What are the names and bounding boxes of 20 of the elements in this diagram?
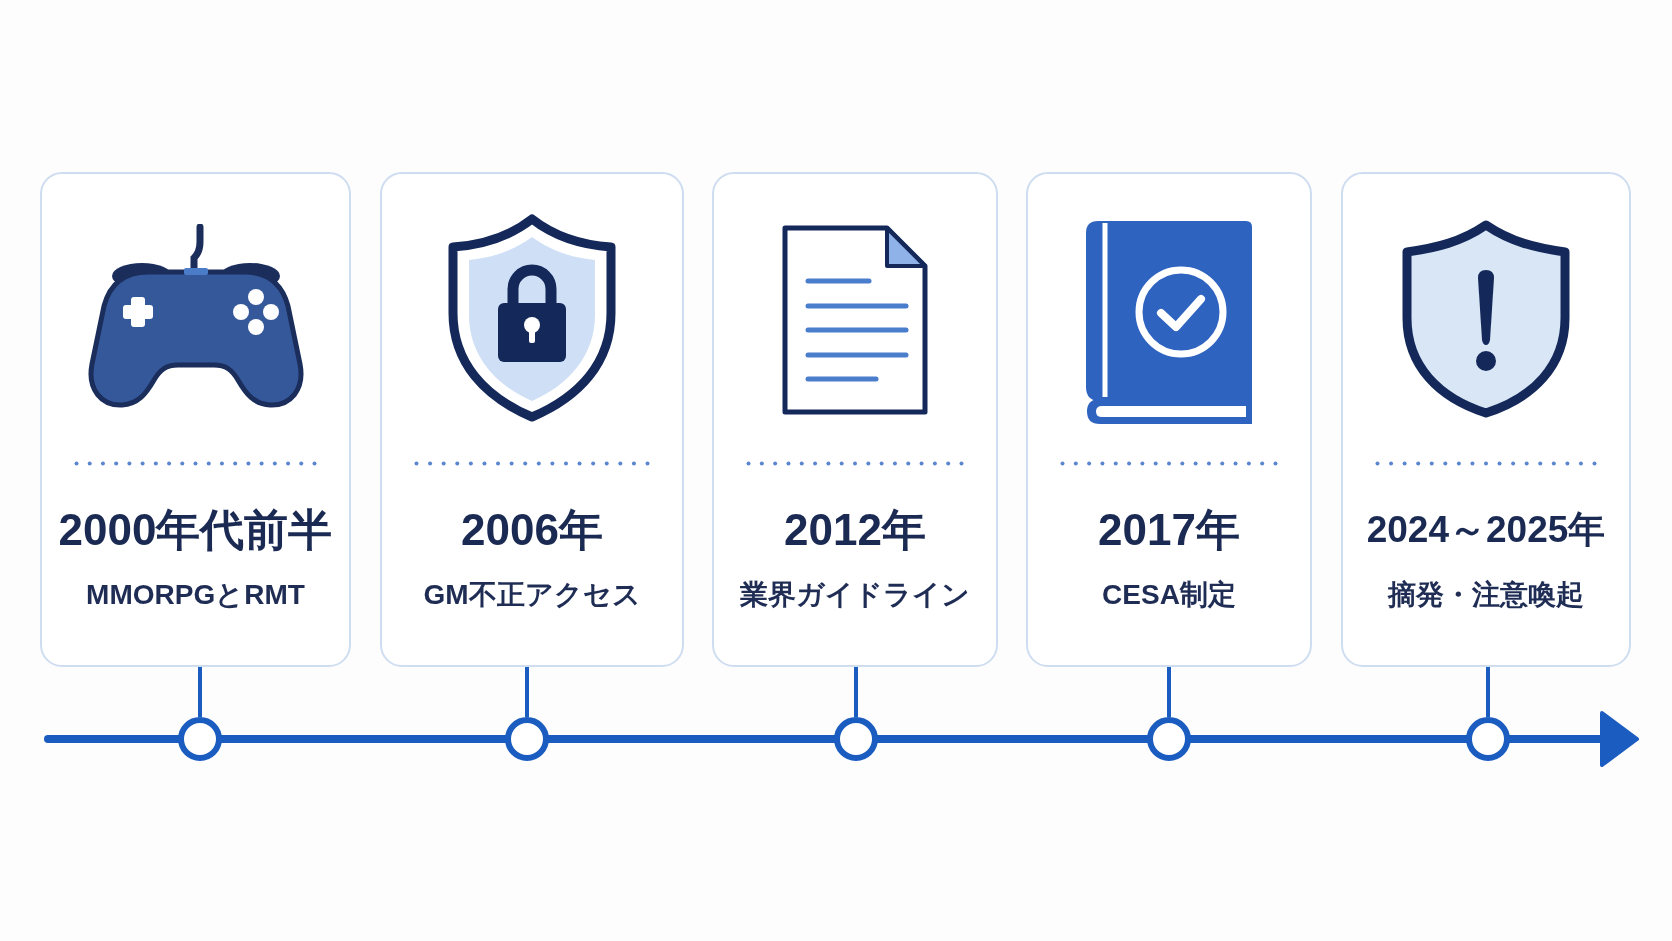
connector-line — [854, 667, 858, 717]
event-card — [712, 172, 998, 667]
event-label: 業界ガイドライン — [740, 578, 970, 612]
event-card — [380, 172, 684, 667]
year-label: 2012年 — [784, 504, 926, 556]
connector-line — [1167, 667, 1171, 717]
event-card — [1026, 172, 1312, 667]
connector-line — [1486, 667, 1490, 717]
event-label: 摘発・注意喚起 — [1388, 578, 1584, 612]
event-card — [1341, 172, 1631, 667]
year-label: 2000年代前半 — [58, 504, 333, 556]
year-label: 2024～2025年 — [1366, 508, 1606, 552]
connector-line — [198, 667, 202, 717]
event-label: GM不正アクセス — [423, 578, 641, 612]
event-label: CESA制定 — [1102, 578, 1236, 612]
event-card — [40, 172, 351, 667]
connector-line — [525, 667, 529, 717]
year-label: 2006年 — [461, 504, 603, 556]
event-label: MMORPGとRMT — [86, 578, 305, 612]
year-label: 2017年 — [1098, 504, 1240, 556]
